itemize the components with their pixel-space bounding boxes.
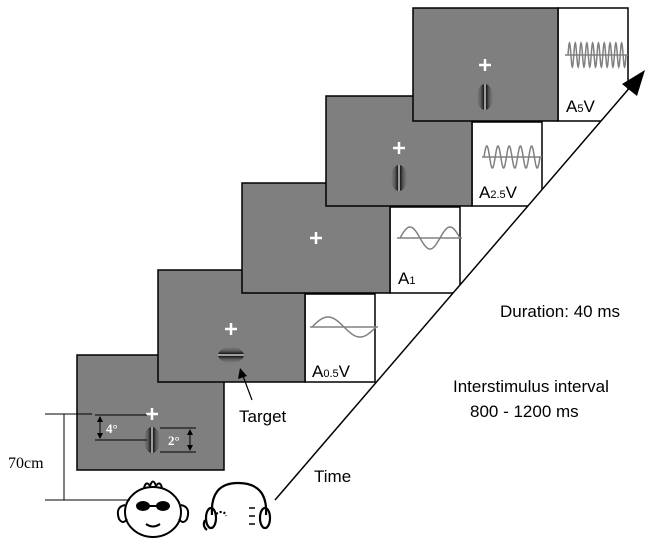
head-icon (116, 480, 190, 538)
isi-label-line2: 800 - 1200 ms (470, 402, 579, 421)
distance-annotation (45, 413, 130, 501)
sound-panel-a2-5 (471, 121, 543, 207)
isi-label-line1: Interstimulus interval (453, 377, 609, 396)
time-axis-line (274, 84, 633, 501)
gabor-patch-icon (391, 165, 407, 191)
sound-panels (304, 7, 629, 383)
sound-waves (310, 41, 628, 338)
gabor-patch-icon (144, 427, 160, 453)
fixation-crosses (146, 59, 491, 420)
duration-label: Duration: 40 ms (500, 302, 620, 321)
target-label: Target (239, 407, 287, 426)
time-label: Time (314, 467, 351, 486)
gabor-patches (144, 84, 493, 453)
arrow-icon (622, 70, 645, 96)
sound-panel-a0-5 (304, 293, 376, 383)
angle-fixation-label: 4° (106, 421, 118, 436)
sine-wave-icon (483, 145, 541, 169)
fixation-cross-icon (310, 232, 322, 244)
sound-panel-a1 (389, 206, 461, 294)
fixation-cross-icon (225, 323, 237, 335)
fixation-cross-icon (146, 408, 158, 420)
amplitude-label-a0-5: A0.5V (312, 362, 351, 381)
sine-wave-icon (567, 41, 627, 69)
amplitude-label-a5: A5V (566, 97, 595, 116)
fixation-cross-icon (393, 142, 405, 154)
target-pointer (242, 375, 253, 401)
gabor-patch-icon (477, 84, 493, 110)
sine-wave-icon (399, 226, 461, 250)
fixation-cross-icon (479, 59, 491, 71)
amplitude-label-a2-5: A2.5V (479, 183, 518, 202)
amplitude-label-a1: A1 (398, 269, 415, 288)
headphones-icon (202, 481, 272, 531)
sine-wave-icon (311, 316, 377, 338)
distance-label: 70cm (8, 455, 44, 472)
gabor-patch-icon (218, 347, 244, 363)
angle-gabor-label: 2° (168, 433, 180, 448)
